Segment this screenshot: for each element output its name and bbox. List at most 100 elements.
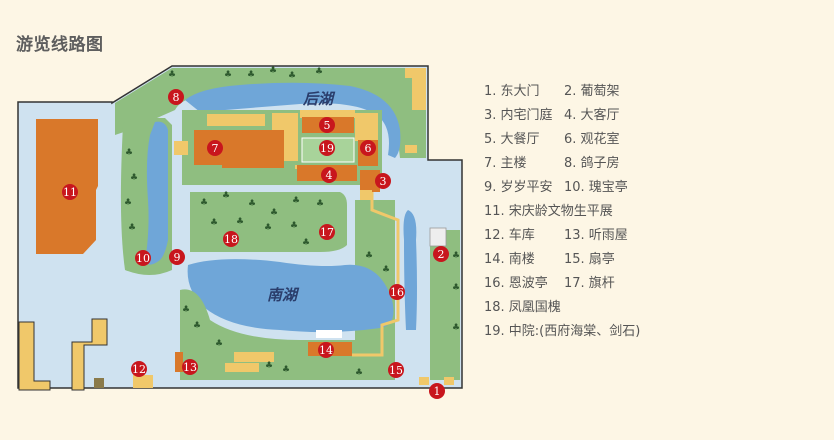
svg-text:♣: ♣ — [270, 208, 278, 218]
legend-row: 11. 宋庆龄文物生平展 — [484, 200, 640, 224]
poi-marker-8[interactable]: 8 — [168, 89, 184, 105]
legend-row: 18. 凤凰国槐 — [484, 296, 640, 320]
marker-number: 11 — [63, 186, 77, 199]
marker-number: 13 — [183, 361, 197, 374]
marker-number: 19 — [320, 142, 334, 155]
marker-number: 6 — [365, 142, 372, 155]
poi-marker-3[interactable]: 3 — [375, 173, 391, 189]
legend-item: 6. 观花室 — [564, 132, 620, 147]
svg-text:♣: ♣ — [316, 199, 324, 209]
south-garden — [180, 289, 395, 380]
east-stream — [403, 210, 417, 330]
grape-arbor — [429, 227, 447, 247]
poi-marker-10[interactable]: 10 — [135, 250, 151, 266]
marker-pin-icon — [388, 362, 404, 378]
marker-pin-icon — [433, 246, 449, 262]
svg-text:♣: ♣ — [247, 70, 255, 80]
marker-pin-icon — [429, 383, 445, 399]
poi-marker-5[interactable]: 5 — [319, 117, 335, 133]
south-lake — [187, 259, 394, 333]
poi-marker-19[interactable]: 19 — [319, 140, 335, 156]
poi-marker-17[interactable]: 17 — [319, 224, 335, 240]
svg-text:♣: ♣ — [222, 191, 230, 201]
poi-marker-11[interactable]: 11 — [62, 184, 78, 200]
trees: ♣ ♣ ♣ ♣ ♣ ♣ ♣ ♣ ♣ ♣ ♣ ♣ ♣ ♣ ♣ ♣ ♣ ♣ ♣ ♣ … — [124, 66, 460, 378]
marker-pin-icon — [131, 361, 147, 377]
marker-pin-icon — [135, 250, 151, 266]
svg-text:♣: ♣ — [125, 148, 133, 158]
marker-pin-icon — [182, 359, 198, 375]
marker-pin-icon — [169, 249, 185, 265]
legend-item: 8. 鸽子房 — [564, 156, 620, 171]
marker-number: 17 — [320, 226, 334, 239]
marker-number: 9 — [174, 251, 181, 264]
legend-item: 9. 岁岁平安 — [484, 180, 553, 195]
svg-text:♣: ♣ — [168, 70, 176, 80]
legend-row: 19. 中院:(西府海棠、剑石) — [484, 320, 640, 344]
svg-text:♣: ♣ — [210, 218, 218, 228]
svg-text:♣: ♣ — [124, 198, 132, 208]
poi-marker-18[interactable]: 18 — [223, 231, 239, 247]
legend-item: 12. 车库 — [484, 228, 535, 243]
building-gate — [360, 170, 380, 192]
poi-marker-7[interactable]: 7 — [207, 140, 223, 156]
svg-text:♣: ♣ — [315, 67, 323, 77]
poi-marker-16[interactable]: 16 — [389, 284, 405, 300]
svg-text:♣: ♣ — [200, 198, 208, 208]
west-stream — [145, 121, 168, 265]
marker-number: 18 — [224, 233, 238, 246]
svg-text:♣: ♣ — [248, 199, 256, 209]
svg-text:♣: ♣ — [265, 361, 273, 371]
legend-item: 16. 恩波亭 — [484, 276, 548, 291]
marker-number: 14 — [319, 344, 333, 357]
poi-marker-13[interactable]: 13 — [182, 359, 198, 375]
svg-text:♣: ♣ — [288, 71, 296, 81]
svg-text:♣: ♣ — [264, 223, 272, 233]
marker-pin-icon — [321, 167, 337, 183]
lake-label-back: 后湖 — [302, 90, 336, 108]
poi-marker-14[interactable]: 14 — [318, 342, 334, 358]
poi-marker-2[interactable]: 2 — [433, 246, 449, 262]
marker-number: 8 — [173, 91, 180, 104]
legend-item: 4. 大客厅 — [564, 108, 620, 123]
poi-marker-1[interactable]: 1 — [429, 383, 445, 399]
legend-item: 5. 大餐厅 — [484, 132, 540, 147]
legend-row: 7. 主楼 8. 鸽子房 — [484, 152, 640, 176]
back-lake — [185, 82, 401, 158]
marker-pin-icon — [207, 140, 223, 156]
marker-pin-icon — [375, 173, 391, 189]
legend-item: 1. 东大门 — [484, 84, 540, 99]
svg-text:♣: ♣ — [290, 221, 298, 231]
marker-number: 5 — [324, 119, 331, 132]
poi-marker-9[interactable]: 9 — [169, 249, 185, 265]
marker-pin-icon — [360, 140, 376, 156]
svg-text:♣: ♣ — [215, 339, 223, 349]
poi-marker-12[interactable]: 12 — [131, 361, 147, 377]
marker-number: 7 — [212, 142, 219, 155]
legend-item: 19. 中院:(西府海棠、剑石) — [484, 324, 641, 339]
poi-marker-4[interactable]: 4 — [321, 167, 337, 183]
legend-item: 7. 主楼 — [484, 156, 527, 171]
legend-item: 18. 凤凰国槐 — [484, 300, 561, 315]
marker-number: 15 — [389, 364, 403, 377]
svg-text:♣: ♣ — [302, 238, 310, 248]
svg-text:♣: ♣ — [236, 217, 244, 227]
svg-text:♣: ♣ — [452, 323, 460, 333]
legend-item: 13. 听雨屋 — [564, 228, 628, 243]
legend-item: 17. 旗杆 — [564, 276, 615, 291]
svg-text:♣: ♣ — [292, 196, 300, 206]
north-garden — [115, 68, 426, 158]
marker-pin-icon — [319, 224, 335, 240]
tour-route-map: ♣ ♣ ♣ ♣ ♣ ♣ ♣ ♣ ♣ ♣ ♣ ♣ ♣ ♣ ♣ ♣ ♣ ♣ ♣ ♣ … — [17, 65, 463, 399]
lake-label-south: 南湖 — [267, 286, 300, 304]
svg-text:♣: ♣ — [224, 70, 232, 80]
building-rain — [175, 352, 183, 372]
svg-text:♣: ♣ — [130, 173, 138, 183]
legend-item: 14. 南楼 — [484, 252, 535, 267]
poi-marker-6[interactable]: 6 — [360, 140, 376, 156]
poi-marker-15[interactable]: 15 — [388, 362, 404, 378]
